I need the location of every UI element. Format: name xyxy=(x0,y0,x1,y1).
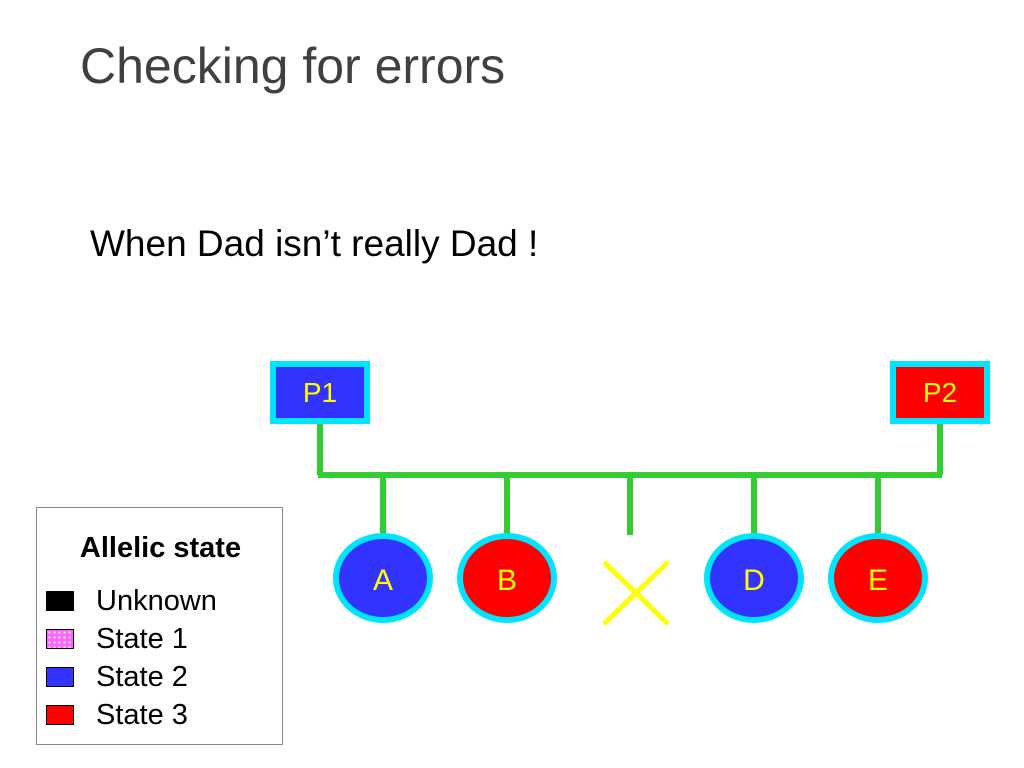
legend-item-state-3: State 3 xyxy=(46,697,188,733)
legend-box: Allelic state xyxy=(36,507,283,745)
parent-p2-label: P2 xyxy=(923,377,957,408)
legend-label-state-1: State 1 xyxy=(96,622,188,655)
cross-mark-stroke-2 xyxy=(602,560,670,626)
child-c-excluded xyxy=(602,560,670,626)
child-e-circle xyxy=(828,533,928,623)
child-d-label: D xyxy=(743,564,765,597)
child-e: E xyxy=(828,533,928,623)
slide-title: Checking for errors xyxy=(80,38,506,94)
legend-swatch-state-3 xyxy=(46,705,74,725)
legend-swatch-state-1 xyxy=(46,629,74,649)
child-d: D xyxy=(704,533,804,623)
legend-label-state-2: State 2 xyxy=(96,660,188,693)
parent-p1: P1 xyxy=(270,361,370,424)
legend-item-unknown: Unknown xyxy=(46,583,217,619)
child-a-circle xyxy=(333,533,433,623)
legend-item-state-1: State 1 xyxy=(46,621,188,657)
parent-p2-square xyxy=(890,361,990,424)
child-a: A xyxy=(333,533,433,623)
legend-swatch-state-2 xyxy=(46,667,74,687)
legend-label-unknown: Unknown xyxy=(96,584,217,617)
pedigree-connectors xyxy=(317,421,943,535)
child-d-circle xyxy=(704,533,804,623)
legend-swatch-unknown xyxy=(46,591,74,611)
parent-p2: P2 xyxy=(890,361,990,424)
child-b-label: B xyxy=(497,564,517,597)
parent-p1-square xyxy=(270,361,370,424)
slide-subtitle: When Dad isn’t really Dad ! xyxy=(90,223,539,264)
legend-title: Allelic state xyxy=(79,532,242,564)
child-a-label: A xyxy=(373,564,393,597)
legend-label-state-3: State 3 xyxy=(96,698,188,731)
child-b-circle xyxy=(457,533,557,623)
child-b: B xyxy=(457,533,557,623)
child-e-label: E xyxy=(868,564,888,597)
parent-p1-label: P1 xyxy=(303,377,337,408)
legend-item-state-2: State 2 xyxy=(46,659,188,695)
